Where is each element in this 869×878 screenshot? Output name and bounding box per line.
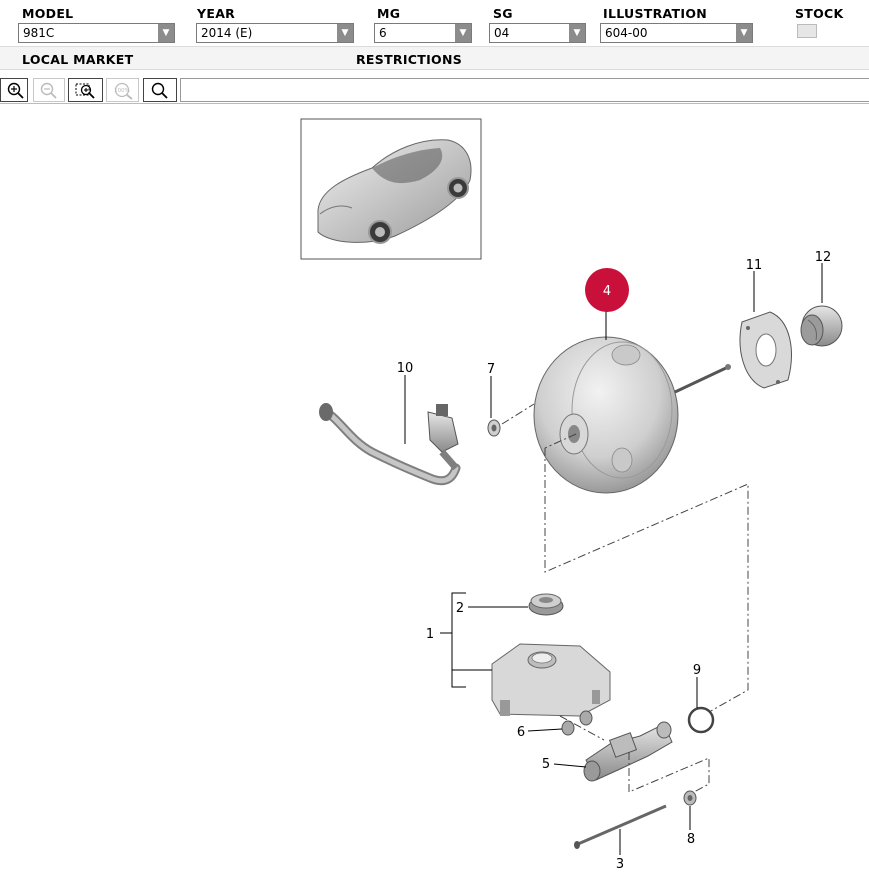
callout-12[interactable]: 12 [815,250,832,265]
zoom-100-icon: 100% [114,82,133,100]
selector-bar: MODEL YEAR MG SG ILLUSTRATION STOCK 981C… [0,0,869,46]
search-button[interactable] [143,78,177,102]
chevron-down-icon[interactable]: ▼ [337,24,353,42]
vehicle-thumbnail [300,118,482,260]
sg-select-value: 04 [494,26,510,40]
brake-booster[interactable] [533,336,731,494]
callouts: 10 7 4 11 12 2 1 6 5 9 8 3 [397,250,832,872]
zoom-area-button[interactable] [68,78,103,102]
sg-select[interactable]: 04 ▼ [489,23,586,43]
selected-callout-circle[interactable] [585,268,629,312]
illustration-select-value: 604-00 [605,26,648,40]
callout-5[interactable]: 5 [542,757,550,772]
callout-6[interactable]: 6 [517,725,525,740]
chevron-down-icon[interactable]: ▼ [736,24,752,42]
sg-label: SG [493,6,513,21]
illustration-label: ILLUSTRATION [603,6,708,21]
year-select[interactable]: 2014 (E) ▼ [196,23,354,43]
zoom-100-button[interactable]: 100% [106,78,139,102]
bolt[interactable] [574,804,667,849]
master-cylinder[interactable] [583,721,673,782]
stock-label: STOCK [795,6,844,21]
zoom-100-text: 100% [114,88,130,94]
model-select-value: 981C [23,26,55,40]
vacuum-hose[interactable] [319,403,461,486]
assembly-lines [501,403,749,793]
o-ring[interactable] [687,706,715,734]
chevron-down-icon[interactable]: ▼ [569,24,585,42]
callout-3[interactable]: 3 [616,857,624,872]
chevron-down-icon[interactable]: ▼ [455,24,471,42]
zoom-area-icon [75,83,95,99]
parts-diagram: 10 7 4 11 12 2 1 6 5 9 8 3 [300,118,843,872]
callout-1[interactable]: 1 [426,627,434,642]
zoom-toolbar: 100% [0,78,869,104]
selector-labels: MODEL YEAR MG SG ILLUSTRATION STOCK [0,6,869,22]
local-market-label: LOCAL MARKET [22,52,134,67]
zoom-in-icon [7,82,24,99]
mg-select-value: 6 [379,26,387,40]
seal-grommet[interactable] [487,419,501,437]
fluid-reservoir[interactable] [491,643,611,717]
grommets[interactable] [561,710,593,736]
chevron-down-icon[interactable]: ▼ [158,24,174,42]
zoom-out-button[interactable] [33,78,65,102]
toolbar-field [180,78,869,102]
selector-dropdowns: 981C ▼ 2014 (E) ▼ 6 ▼ 04 ▼ 604-00 ▼ [0,23,869,43]
leader-lines [404,263,823,855]
callout-11[interactable]: 11 [746,258,763,273]
illustration-select[interactable]: 604-00 ▼ [600,23,753,43]
model-select[interactable]: 981C ▼ [18,23,175,43]
nut[interactable] [683,790,697,806]
year-select-value: 2014 (E) [201,26,253,40]
market-row: LOCAL MARKET RESTRICTIONS [0,46,869,70]
model-label: MODEL [22,6,74,21]
mg-label: MG [377,6,401,21]
year-label: YEAR [197,6,236,21]
toolbar-divider [0,103,869,104]
callout-4[interactable]: 4 [603,284,611,299]
search-icon [151,82,168,99]
stock-toggle[interactable] [797,24,817,38]
mg-select[interactable]: 6 ▼ [374,23,472,43]
callout-8[interactable]: 8 [687,832,695,847]
callout-2[interactable]: 2 [456,601,464,616]
sleeve[interactable] [800,305,843,347]
zoom-in-button[interactable] [0,78,28,102]
zoom-out-icon [40,82,57,99]
restrictions-label: RESTRICTIONS [356,52,463,67]
callout-10[interactable]: 10 [397,361,414,376]
reservoir-cap[interactable] [528,593,564,616]
callout-9[interactable]: 9 [693,663,701,678]
gasket[interactable] [739,311,792,389]
callout-7[interactable]: 7 [487,362,495,377]
